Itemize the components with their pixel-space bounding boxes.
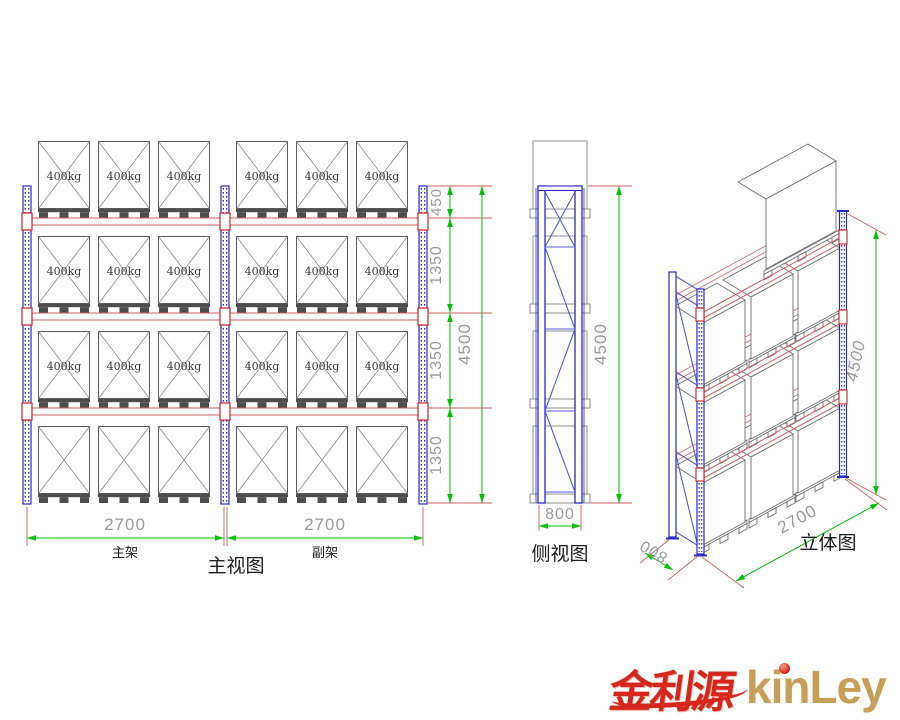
side-view-dims: 800 4500 侧视图 bbox=[531, 185, 632, 565]
side-view-frame bbox=[535, 185, 585, 504]
side-view-bracing bbox=[544, 191, 576, 493]
side-view: 800 4500 侧视图 bbox=[529, 140, 632, 565]
iso-top-box bbox=[737, 143, 841, 281]
bay2-name-label: 副架 bbox=[312, 546, 338, 561]
beam-connectors bbox=[21, 212, 429, 421]
bay1-width-label: 2700 bbox=[104, 515, 146, 534]
dim-1350-label-2: 1350 bbox=[428, 340, 445, 380]
iso-right-post bbox=[837, 210, 849, 478]
front-view-beams bbox=[21, 212, 429, 421]
bay1-name-label: 主架 bbox=[112, 546, 138, 561]
side-view-title: 侧视图 bbox=[531, 543, 588, 565]
side-depth-label: 800 bbox=[545, 506, 575, 523]
dim-4500-label-front: 4500 bbox=[455, 323, 474, 365]
front-view-height-dims: 450 1350 1350 1350 4500 bbox=[428, 185, 492, 504]
logo-i-dot bbox=[779, 663, 790, 674]
brand-logo: 金利源 kinLey bbox=[604, 654, 900, 718]
side-height-label: 4500 bbox=[591, 323, 610, 365]
dim-1350-label-3: 1350 bbox=[428, 435, 445, 475]
iso-front-beams bbox=[699, 235, 844, 481]
bay2-width-label: 2700 bbox=[304, 515, 346, 534]
iso-view: 4500 2700 800 立体图 bbox=[637, 143, 888, 589]
front-view-title: 主视图 bbox=[207, 555, 264, 577]
iso-left-frame bbox=[666, 271, 707, 557]
iso-view-title: 立体图 bbox=[799, 532, 856, 554]
front-view: 450 1350 1350 1350 4500 2700 2700 主架 副架 … bbox=[21, 141, 492, 577]
front-view-width-dims: 2700 2700 主架 副架 主视图 bbox=[26, 507, 424, 577]
front-view-posts bbox=[22, 185, 428, 505]
dim-450-label: 450 bbox=[428, 188, 445, 216]
dim-1350-label-1: 1350 bbox=[428, 245, 445, 285]
brand-logo-english: kinLey bbox=[746, 661, 887, 713]
